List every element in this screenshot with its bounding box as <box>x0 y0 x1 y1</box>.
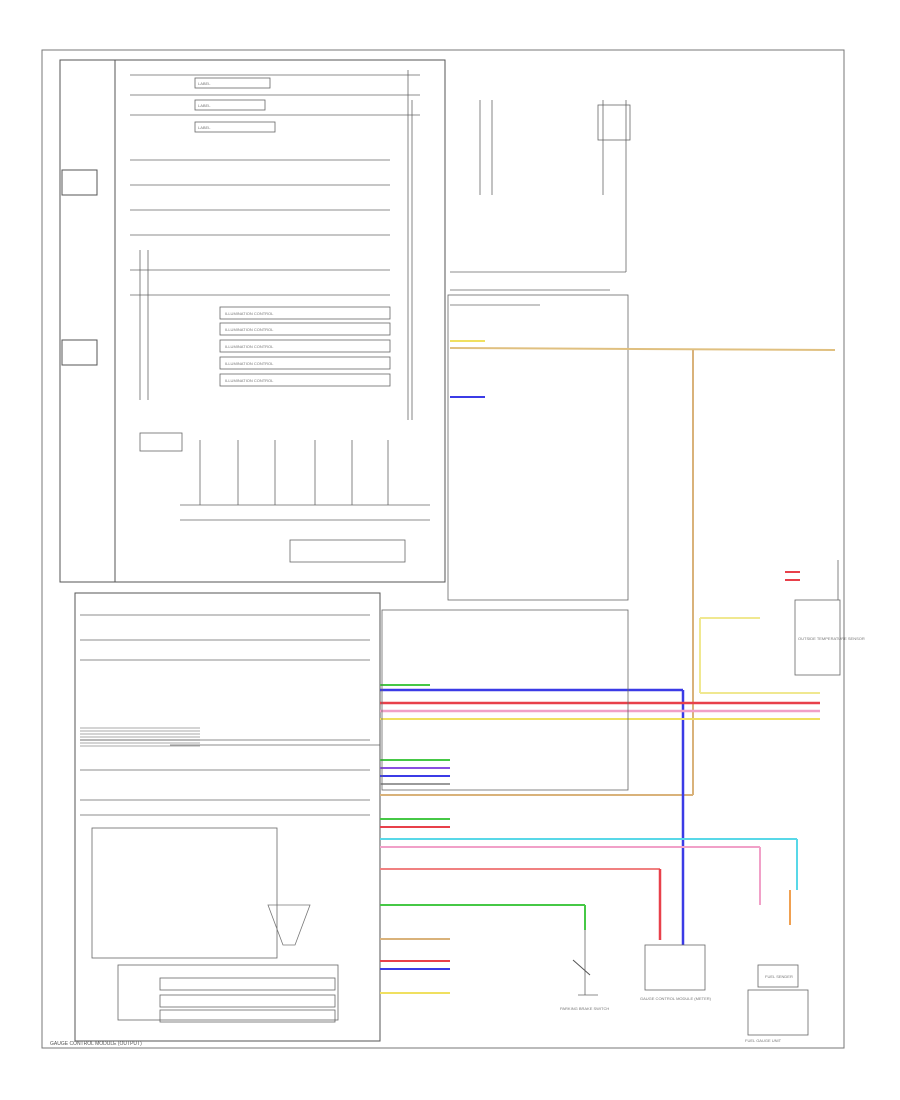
gauge-control-module-lower <box>74 592 381 1042</box>
top-right-sensors <box>450 100 631 306</box>
connector-block-lower <box>381 609 629 791</box>
fuel-sender-label: FUEL SENDER <box>765 974 793 979</box>
wire-harness <box>380 340 836 994</box>
bottom-components <box>572 560 841 1036</box>
connector-block-upper <box>447 294 629 601</box>
footer-left-label: GAUGE CONTROL MODULE (OUTPUT) <box>50 1041 142 1047</box>
gauge-control-module-upper: LABEL LABEL LABEL ILLUMINATION CONTROL I… <box>59 59 446 583</box>
gauge-module-label: GAUGE CONTROL MODULE (METER) <box>640 996 712 1001</box>
svg-text:ILLUMINATION CONTROL: ILLUMINATION CONTROL <box>225 311 274 316</box>
svg-text:ILLUMINATION CONTROL: ILLUMINATION CONTROL <box>225 344 274 349</box>
parking-brake-label: PARKING BRAKE SWITCH <box>560 1006 609 1011</box>
outer-frame <box>41 49 845 1049</box>
fuel-gauge-label: FUEL GAUGE UNIT <box>745 1038 782 1043</box>
svg-text:ILLUMINATION CONTROL: ILLUMINATION CONTROL <box>225 327 274 332</box>
svg-text:LABEL: LABEL <box>198 81 211 86</box>
svg-text:ILLUMINATION CONTROL: ILLUMINATION CONTROL <box>225 378 274 383</box>
svg-text:LABEL: LABEL <box>198 125 211 130</box>
wire-tan-top <box>449 347 836 351</box>
svg-text:LABEL: LABEL <box>198 103 211 108</box>
svg-text:ILLUMINATION CONTROL: ILLUMINATION CONTROL <box>225 361 274 366</box>
outside-temp-label: OUTSIDE TEMPERATURE SENSOR <box>798 636 865 641</box>
